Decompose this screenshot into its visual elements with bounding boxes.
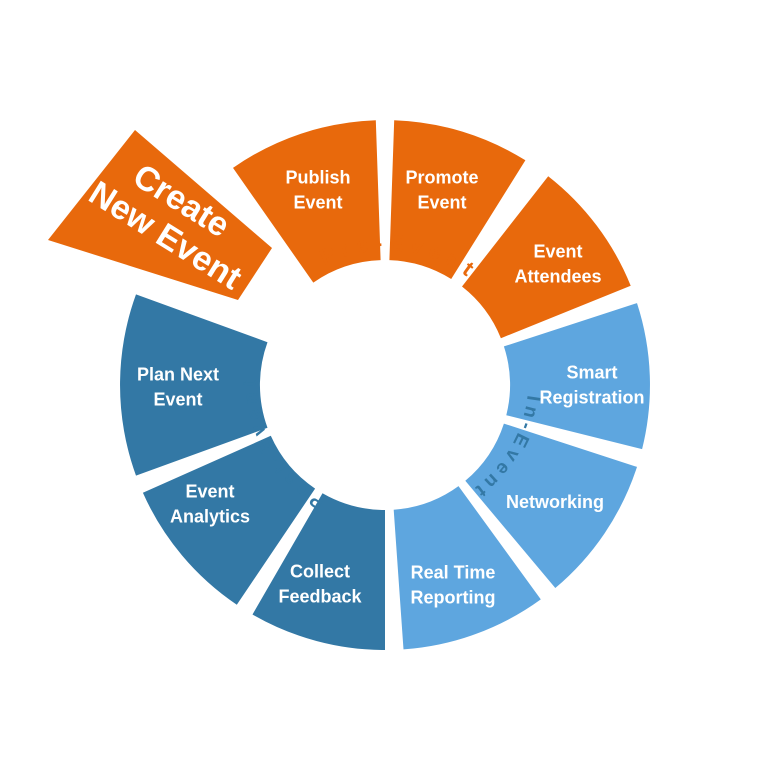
segment-real-time-reporting-label-line: Reporting (411, 588, 496, 608)
segment-plan-next-event-label-line: Event (153, 390, 202, 410)
segment-collect-feedback-label-line: Feedback (278, 587, 362, 607)
segment-event-analytics-label-line: Event (185, 482, 234, 502)
segment-smart-registration-label-line: Smart (566, 363, 617, 383)
segment-networking-label-line: Networking (506, 492, 604, 512)
segment-networking-shape (465, 423, 637, 588)
segment-smart-registration-label-line: Registration (539, 388, 644, 408)
segment-smart-registration-shape (503, 303, 650, 450)
segment-promote-event-shape (389, 120, 526, 279)
segment-publish-event-label-line: Publish (285, 168, 350, 188)
segment-event-analytics-shape (142, 435, 316, 605)
segment-event-analytics-label-line: Analytics (170, 507, 250, 527)
segment-publish-event-label-line: Event (293, 193, 342, 213)
segment-collect-feedback-label-line: Collect (290, 562, 350, 582)
segment-networking-label: Networking (506, 492, 604, 512)
segment-real-time-reporting-shape (393, 486, 541, 650)
segment-promote-event-label-line: Event (417, 193, 466, 213)
segment-event-attendees-label-line: Event (533, 242, 582, 262)
segment-event-attendees-shape (462, 176, 631, 339)
segment-event-attendees-label-line: Attendees (514, 267, 601, 287)
create-new-event-shape (48, 130, 272, 300)
segment-publish-event-shape (233, 120, 381, 283)
create-new-event-segment[interactable]: Create New Event (48, 130, 272, 300)
segment-networking[interactable]: Networking (465, 423, 637, 588)
segment-collect-feedback-shape (252, 493, 385, 650)
segment-plan-next-event-label-line: Plan Next (137, 365, 219, 385)
segment-real-time-reporting-label-line: Real Time (411, 563, 496, 583)
segment-promote-event-label-line: Promote (405, 168, 478, 188)
segment-plan-next-event-shape (120, 294, 268, 476)
